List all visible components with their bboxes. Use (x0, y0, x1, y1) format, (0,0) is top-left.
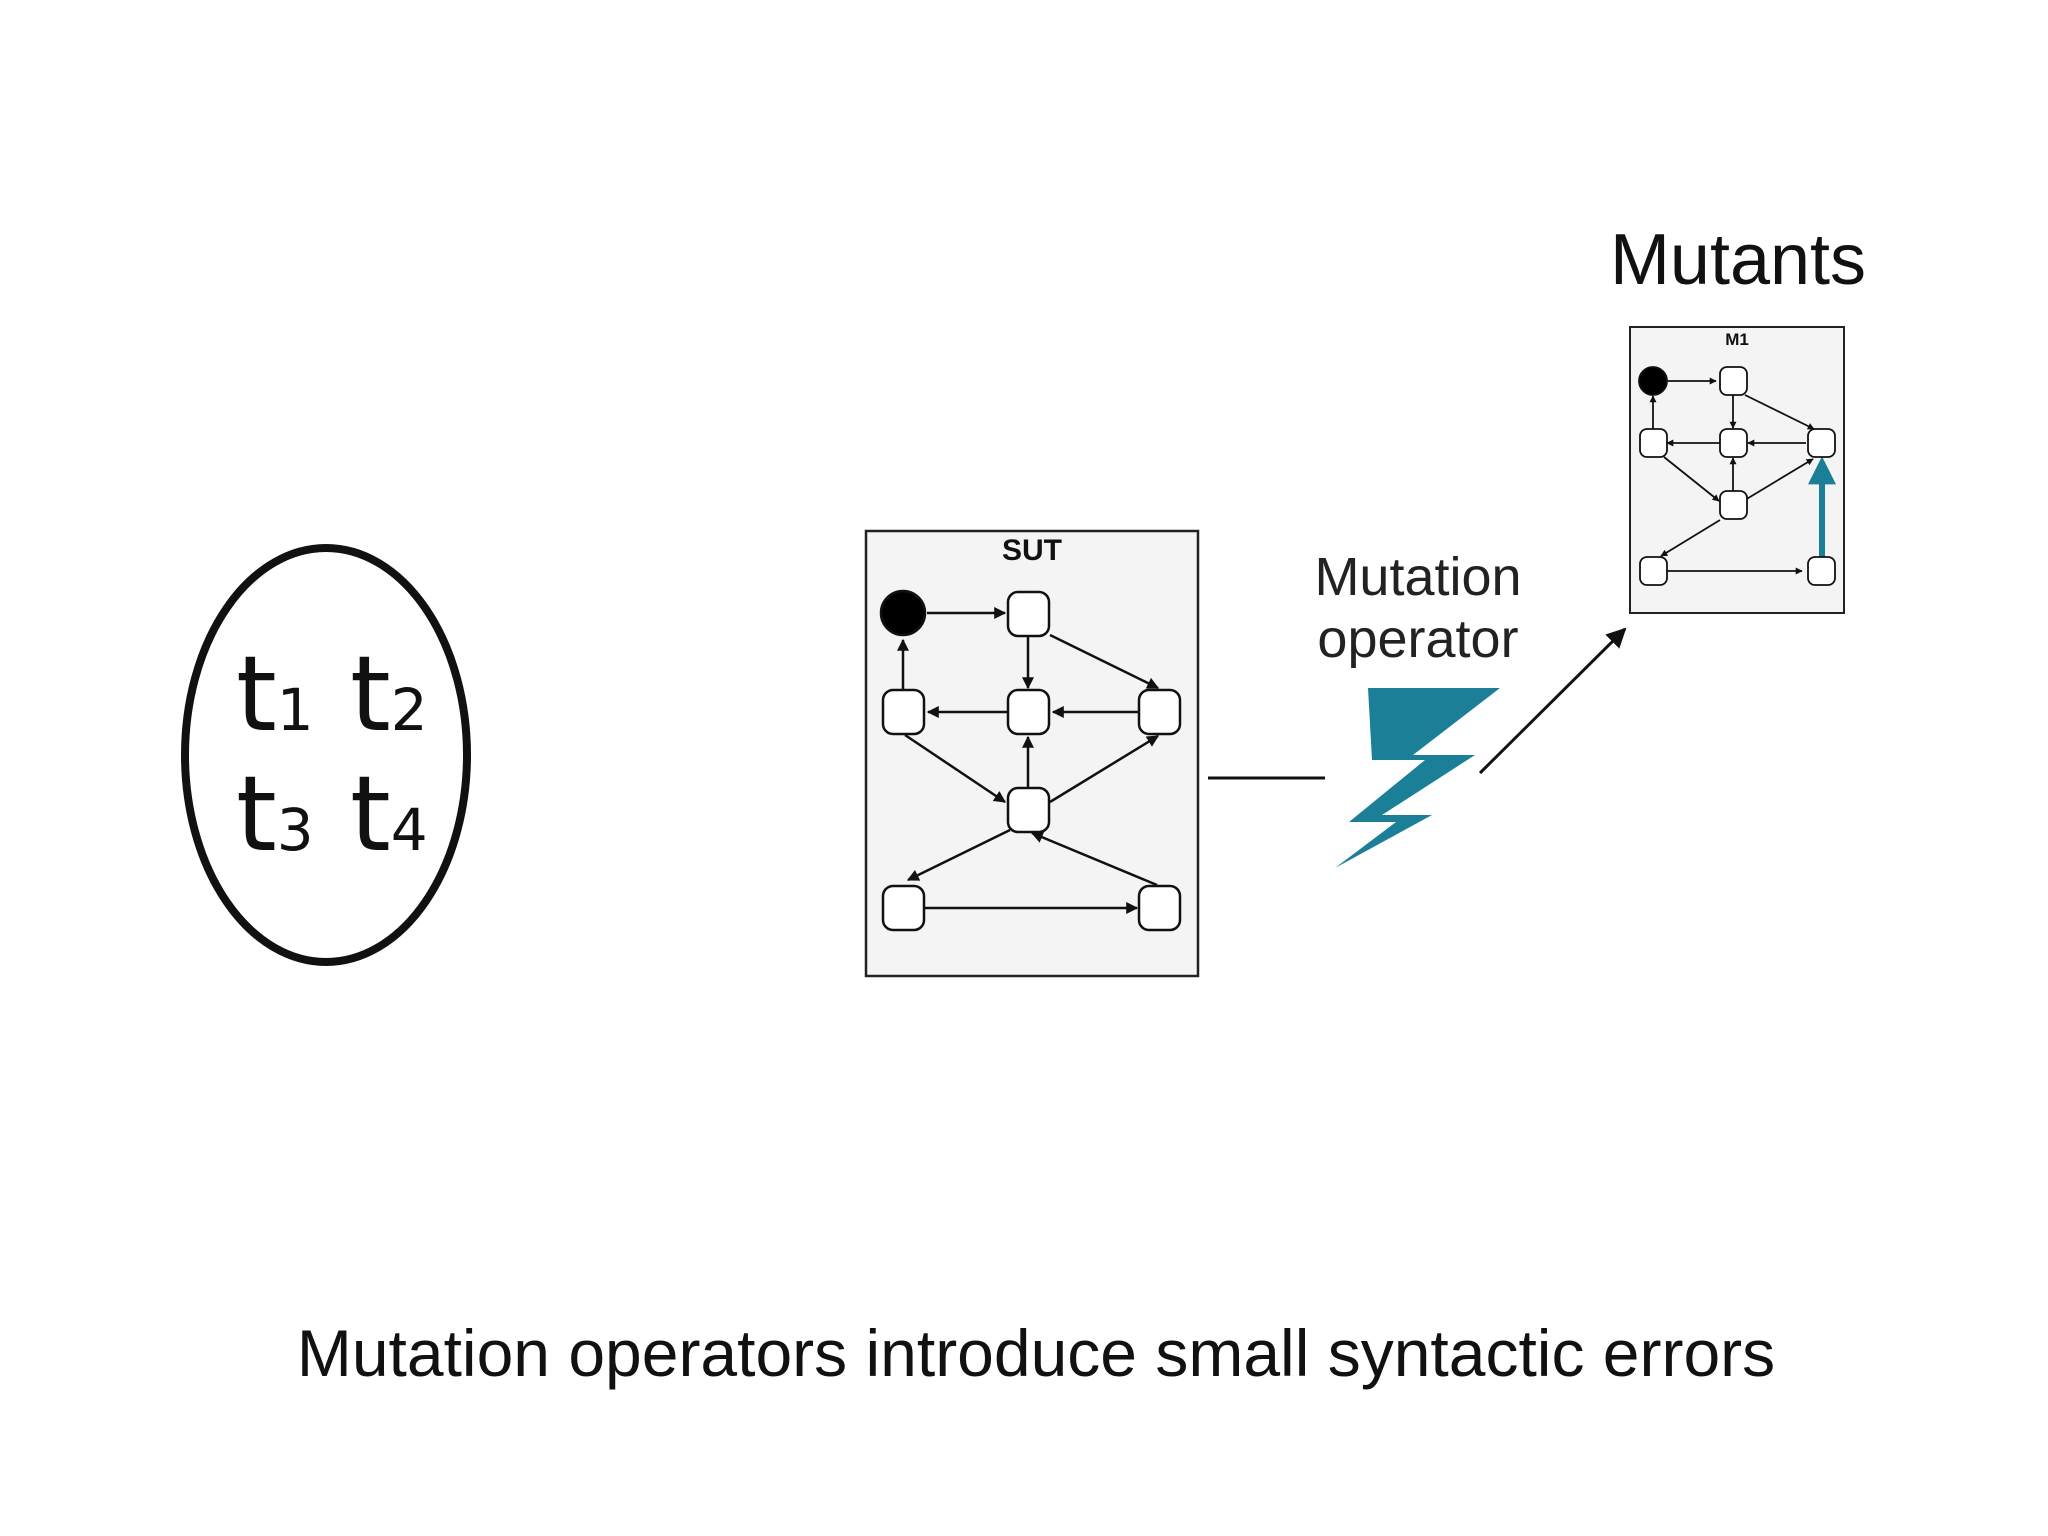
m1-state (1807, 556, 1836, 586)
sut-state (881, 884, 926, 932)
test-item-3: t3 (236, 753, 314, 875)
slide-caption: Mutation operators introduce small synta… (297, 1316, 1775, 1390)
sut-title: SUT (1002, 534, 1062, 567)
m1-edges (1649, 377, 1815, 575)
test-item-2: t2 (350, 633, 428, 755)
lightning-bolt-icon (1335, 688, 1500, 868)
m1-state (1639, 556, 1668, 586)
m1-title: M1 (1725, 330, 1749, 349)
m1-state (1719, 428, 1748, 458)
test-suite-ellipse (181, 544, 471, 966)
sut-state (881, 688, 926, 736)
operator-label-line2: operator (1317, 609, 1518, 669)
test-item-1: t1 (236, 633, 314, 755)
sut-state (1137, 884, 1182, 932)
sut-state (1137, 688, 1182, 736)
sut-initial-state (879, 589, 927, 637)
sut-state (1006, 590, 1051, 638)
test-suite: t1 t2 t3 t4 (181, 544, 471, 966)
sut-edges (897, 607, 1160, 914)
m1-state (1639, 428, 1668, 458)
sut-state (1006, 688, 1051, 736)
sut-panel: SUT (864, 529, 1200, 978)
mutant-m1-panel: M1 (1629, 326, 1845, 614)
sut-state (1006, 786, 1051, 834)
m1-states (1638, 366, 1836, 586)
m1-state (1719, 490, 1748, 520)
m1-state (1807, 428, 1836, 458)
test-item-4: t4 (350, 753, 428, 875)
m1-initial-state (1638, 366, 1668, 396)
sut-states (879, 589, 1182, 932)
mutants-label: Mutants (1610, 220, 1866, 300)
m1-state (1719, 366, 1748, 396)
operator-label-line1: Mutation (1314, 547, 1521, 607)
operator-to-mutants-arrow (1478, 627, 1627, 775)
